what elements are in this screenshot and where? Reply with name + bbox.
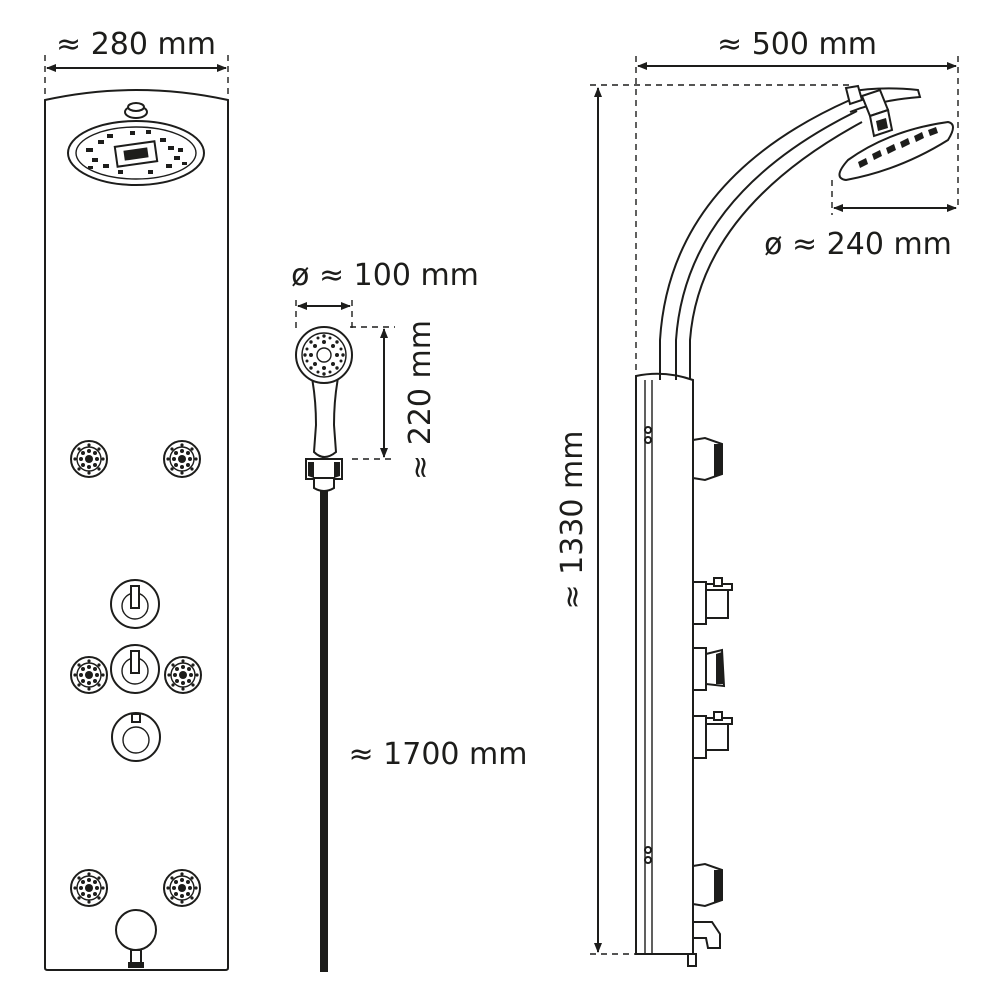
top-knob bbox=[124, 102, 148, 119]
hand-shower-length-dimension: ≈ 220 mm bbox=[350, 320, 438, 480]
side-jet-top bbox=[692, 436, 723, 482]
body-jet-icon bbox=[70, 869, 108, 907]
side-view-panel bbox=[635, 84, 954, 967]
body-jet-icon bbox=[163, 869, 201, 907]
thermostat-knob bbox=[111, 712, 161, 762]
side-control-knob-2 bbox=[692, 647, 726, 691]
overhead-diameter-dimension: ø ≈ 240 mm bbox=[764, 180, 957, 262]
side-control-knob-1 bbox=[692, 577, 733, 625]
panel-width-label: ≈ 280 mm bbox=[56, 27, 216, 62]
mounting-screws bbox=[644, 426, 652, 864]
body-jet-icon bbox=[70, 656, 108, 694]
side-control-knob-3 bbox=[692, 711, 733, 759]
hose-connector bbox=[115, 909, 157, 968]
overhead-shower-head-front bbox=[67, 120, 205, 186]
side-bottom-outlet bbox=[687, 921, 721, 967]
side-jet-bottom bbox=[692, 862, 723, 908]
front-view-panel bbox=[44, 89, 229, 971]
hand-shower bbox=[295, 326, 353, 972]
hand-shower-diameter-dimension: ø ≈ 100 mm bbox=[291, 258, 479, 330]
body-jet-icon bbox=[164, 656, 202, 694]
panel-width-dimension: ≈ 280 mm bbox=[44, 27, 229, 95]
body-jet-icon bbox=[163, 440, 201, 478]
overhead-reach-dimension: ≈ 500 mm bbox=[635, 27, 959, 376]
panel-height-label: ≈ 1330 mm bbox=[555, 430, 590, 609]
overhead-diameter-label: ø ≈ 240 mm bbox=[764, 227, 952, 262]
hand-shower-length-label: ≈ 220 mm bbox=[403, 320, 438, 480]
hand-shower-holder bbox=[305, 458, 343, 492]
diverter-knob-top bbox=[110, 579, 160, 629]
overhead-reach-label: ≈ 500 mm bbox=[717, 27, 877, 62]
hose-length-label: ≈ 1700 mm bbox=[348, 737, 527, 772]
overhead-shower-head-side bbox=[838, 120, 954, 182]
hand-shower-diameter-label: ø ≈ 100 mm bbox=[291, 258, 479, 293]
body-jet-icon bbox=[70, 440, 108, 478]
overhead-swivel-joint bbox=[860, 88, 894, 138]
diverter-knob-middle bbox=[110, 644, 160, 694]
hand-shower-head bbox=[295, 326, 353, 384]
panel-height-dimension: ≈ 1330 mm bbox=[555, 84, 850, 955]
